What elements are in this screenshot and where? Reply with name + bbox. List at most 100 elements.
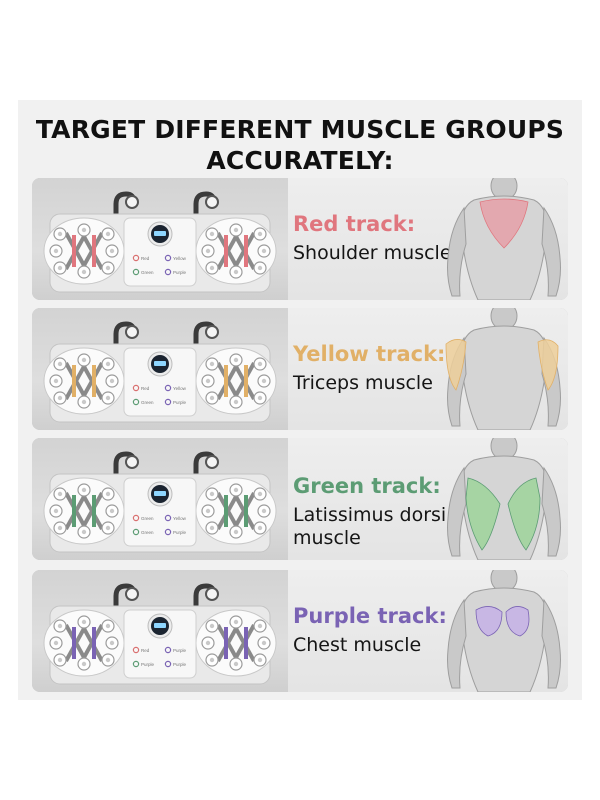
mode-button-icon xyxy=(164,384,172,392)
mode-button-icon xyxy=(164,514,172,522)
handle-knob-icon xyxy=(125,587,139,601)
grip-slot-center xyxy=(257,231,263,237)
mode-button-label: Purple xyxy=(173,648,187,653)
grip-slot-center xyxy=(209,623,215,629)
mode-button-label: Red xyxy=(141,648,150,653)
headline: TARGET DIFFERENT MUSCLE GROUPS ACCURATEL… xyxy=(0,114,600,176)
track-muscle: Triceps muscle xyxy=(293,372,433,394)
mode-button-icon xyxy=(164,660,172,668)
grip-slot-center xyxy=(209,361,215,367)
display-readout xyxy=(154,231,166,236)
mode-button-icon xyxy=(132,384,140,392)
mode-button-label: Purple xyxy=(173,530,187,535)
grip-slot-center xyxy=(53,508,59,514)
mode-button-icon xyxy=(164,268,172,276)
grip-slot-center xyxy=(53,248,59,254)
mode-button-label: Purple xyxy=(173,400,187,405)
handle-knob-icon xyxy=(205,325,219,339)
body-right-arm xyxy=(541,598,561,689)
chest-muscle-figure xyxy=(447,570,561,692)
highlighted-muscle xyxy=(479,198,529,249)
display-readout xyxy=(154,491,166,496)
headline-line-2: ACCURATELY: xyxy=(206,146,394,175)
grip-slot-center xyxy=(53,378,59,384)
body-torso xyxy=(460,587,548,692)
headline-line-1: TARGET DIFFERENT MUSCLE GROUPS xyxy=(35,115,565,144)
handle-knob-icon xyxy=(205,587,219,601)
grip-slot-center xyxy=(257,657,263,663)
grip-slot-center xyxy=(209,265,215,271)
grip-slot-center xyxy=(261,378,267,384)
grip-slot-center xyxy=(205,640,211,646)
grip-slot-center xyxy=(233,487,239,493)
grip-slot-center xyxy=(209,231,215,237)
mode-button-icon xyxy=(164,398,172,406)
grip-slot-center xyxy=(105,265,111,271)
grip-slot-center xyxy=(257,265,263,271)
mode-button-icon xyxy=(132,646,140,654)
track-muscle: Shoulder muscle xyxy=(293,242,452,264)
grip-slot-center xyxy=(205,508,211,514)
handle-knob-icon xyxy=(125,195,139,209)
grip-slot-center xyxy=(81,269,87,275)
highlighted-muscle xyxy=(465,477,541,551)
track-muscle: Latissimus dorsi muscle xyxy=(293,504,447,549)
mode-button-icon xyxy=(132,254,140,262)
body-left-arm xyxy=(447,598,467,689)
mode-button-icon xyxy=(132,528,140,536)
grip-slot-center xyxy=(53,640,59,646)
grip-slot-center xyxy=(233,661,239,667)
grip-slot-center xyxy=(205,378,211,384)
body-left-arm xyxy=(447,206,467,297)
grip-slot-center xyxy=(105,657,111,663)
shoulder-muscle-figure xyxy=(447,178,561,300)
latissimus-dorsi-figure xyxy=(447,438,561,560)
control-console xyxy=(123,347,197,417)
mode-button-label: Green xyxy=(141,530,154,535)
grip-slot-center xyxy=(105,395,111,401)
handle-knob-icon xyxy=(125,325,139,339)
grip-slot-center xyxy=(81,619,87,625)
handle-knob-icon xyxy=(205,455,219,469)
mode-button-label: Yellow xyxy=(173,386,187,391)
mode-button-label: Purple xyxy=(141,662,155,667)
grip-slot-center xyxy=(233,399,239,405)
grip-slot-center xyxy=(233,619,239,625)
grip-slot-center xyxy=(109,378,115,384)
grip-slot-center xyxy=(81,399,87,405)
grip-slot-center xyxy=(205,248,211,254)
grip-slot-center xyxy=(105,623,111,629)
grip-slot-center xyxy=(57,623,63,629)
grip-slot-center xyxy=(105,491,111,497)
grip-slot-center xyxy=(57,525,63,531)
grip-slot-center xyxy=(81,529,87,535)
body-right-arm xyxy=(541,206,561,297)
grip-slot-center xyxy=(109,508,115,514)
grip-slot-center xyxy=(105,231,111,237)
body-right-arm xyxy=(541,466,561,557)
grip-slot-center xyxy=(109,248,115,254)
grip-slot-center xyxy=(105,525,111,531)
grip-slot-center xyxy=(261,248,267,254)
triceps-muscle-figure xyxy=(445,308,561,430)
control-console xyxy=(123,609,197,679)
track-title: Green track: xyxy=(293,474,441,498)
grip-slot-center xyxy=(57,395,63,401)
grip-slot-center xyxy=(57,657,63,663)
mode-button-label: Red xyxy=(141,386,150,391)
grip-slot-center xyxy=(209,525,215,531)
grip-slot-center xyxy=(233,269,239,275)
grip-slot-center xyxy=(81,357,87,363)
mode-button-icon xyxy=(132,398,140,406)
track-muscle: Chest muscle xyxy=(293,634,422,656)
mode-button-icon xyxy=(164,646,172,654)
highlighted-muscle xyxy=(445,339,559,391)
body-left-arm xyxy=(447,466,467,557)
grip-slot-center xyxy=(257,491,263,497)
